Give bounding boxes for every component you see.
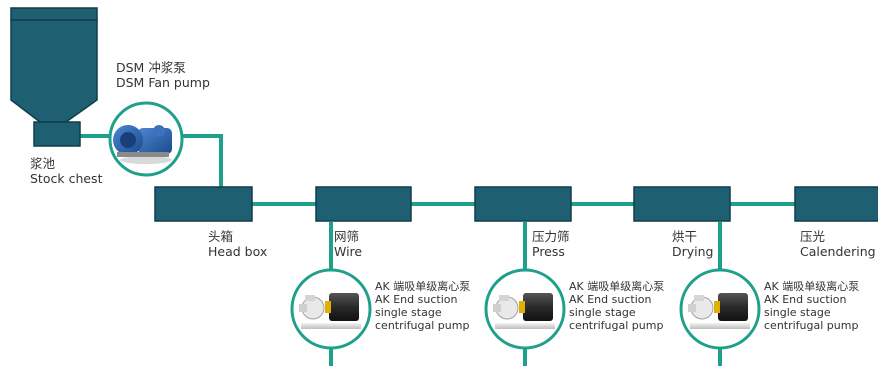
- press-box: [474, 186, 572, 222]
- fan-pump-label: DSM 冲浆泵 DSM Fan pump: [116, 60, 210, 90]
- stage-label-drying-zh: 烘干: [672, 229, 698, 244]
- stage-label-headbox-zh: 头箱: [208, 229, 234, 244]
- stage-label-drying-en: Drying: [672, 244, 714, 259]
- ak-pump-caption-drying: AK 端吸单级离心泵 AK End suction single stage c…: [764, 280, 859, 332]
- fan-pump-label-en: DSM Fan pump: [116, 75, 210, 90]
- ak-pump-caption-press: AK 端吸单级离心泵 AK End suction single stage c…: [569, 280, 664, 332]
- stage-label-wire: 网筛 Wire: [334, 229, 362, 259]
- stock-chest-label-zh: 浆池: [30, 156, 56, 171]
- ak-pump-caption-en1: AK End suction: [569, 293, 652, 306]
- ak-pump-caption-zh: AK 端吸单级离心泵: [569, 280, 665, 293]
- ak-pump-icon-wire: [290, 268, 372, 350]
- stock-chest-label-en: Stock chest: [30, 171, 103, 186]
- fan-pump-icon: [108, 101, 184, 177]
- ak-pump-icon-drying: [679, 268, 761, 350]
- stage-label-wire-en: Wire: [334, 244, 363, 259]
- calendering-box: [794, 186, 878, 222]
- wire-box: [315, 186, 412, 222]
- stage-label-press-zh: 压力筛: [532, 229, 570, 244]
- ak-pump-caption-zh: AK 端吸单级离心泵: [764, 280, 860, 293]
- stage-label-press-en: Press: [532, 244, 565, 259]
- ak-pump-caption-en2: single stage: [375, 306, 442, 319]
- stage-label-calendering: 压光 Calendering: [800, 229, 876, 259]
- stage-label-press: 压力筛 Press: [532, 229, 570, 259]
- ak-pump-icon-press: [484, 268, 566, 350]
- drying-box: [633, 186, 731, 222]
- ak-pump-caption-en3: centrifugal pump: [569, 319, 664, 332]
- ak-pump-caption-zh: AK 端吸单级离心泵: [375, 280, 471, 293]
- line-fan-pump-to-headbox: [182, 134, 223, 188]
- ak-pump-caption-en3: centrifugal pump: [375, 319, 470, 332]
- stage-label-calendering-zh: 压光: [800, 229, 826, 244]
- stock-chest-tank: [10, 7, 98, 147]
- flow-lines: [80, 134, 878, 366]
- fan-pump-label-zh: DSM 冲浆泵: [116, 60, 186, 75]
- stage-label-drying: 烘干 Drying: [672, 229, 714, 259]
- stage-label-headbox-en: Head box: [208, 244, 268, 259]
- headbox-box: [154, 186, 253, 222]
- ak-pump-caption-en1: AK End suction: [764, 293, 847, 306]
- stage-label-wire-zh: 网筛: [334, 229, 360, 244]
- ak-pump-caption-en2: single stage: [764, 306, 831, 319]
- ak-pump-caption-en3: centrifugal pump: [764, 319, 859, 332]
- ak-pump-caption-wire: AK 端吸单级离心泵 AK End suction single stage c…: [375, 280, 470, 332]
- stage-label-headbox: 头箱 Head box: [208, 229, 267, 259]
- stage-boxes: [154, 186, 878, 222]
- ak-pump-caption-en2: single stage: [569, 306, 636, 319]
- ak-pump-caption-en1: AK End suction: [375, 293, 458, 306]
- stock-chest-label: 浆池 Stock chest: [30, 156, 102, 186]
- stage-label-calendering-en: Calendering: [800, 244, 876, 259]
